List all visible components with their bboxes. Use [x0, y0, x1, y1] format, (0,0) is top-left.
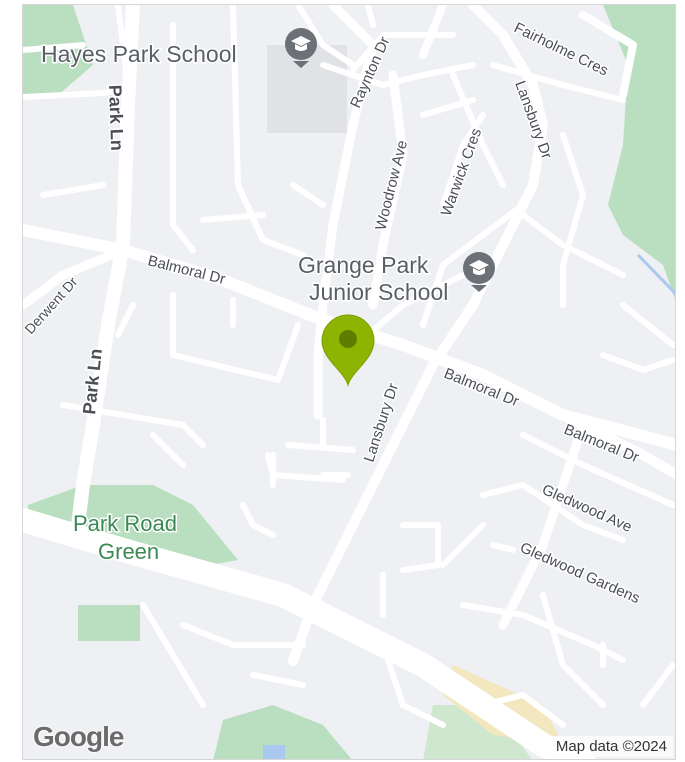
school-icon [463, 252, 495, 292]
street-label-park-ln: Park Ln [105, 84, 127, 151]
map-attribution[interactable]: Map data ©2024 [549, 736, 673, 757]
park-area-small [78, 605, 140, 641]
water-stream [636, 253, 675, 296]
water-area [263, 745, 285, 759]
school-icon [285, 28, 317, 68]
street-label-balmoral-dr: Balmoral Dr [146, 252, 227, 288]
park-area-right [603, 5, 675, 300]
poi-label: Hayes Park School [41, 41, 237, 67]
park-park-road-green[interactable]: Park Road Green [72, 510, 179, 566]
main-roads [23, 5, 675, 759]
street-label-lansbury-dr: Lansbury Dr [361, 381, 402, 464]
map-view[interactable]: Hayes Park School Grange Park Junior Sch… [22, 4, 676, 760]
park-label-line1: Park Road [73, 511, 177, 536]
map-pin-icon [321, 314, 375, 387]
street-label-woodrow-ave: Woodrow Ave [372, 139, 411, 232]
building-area [267, 45, 347, 133]
street-label-gledwood-gardens: Gledwood Gardens [517, 539, 642, 607]
google-logo: Google [33, 721, 124, 752]
park-label-line2: Green [98, 539, 159, 564]
location-marker[interactable] [321, 314, 375, 387]
map-canvas[interactable]: Hayes Park School Grange Park Junior Sch… [23, 5, 676, 760]
poi-hayes-park-school[interactable]: Hayes Park School [40, 28, 317, 69]
poi-label-line2: Junior School [309, 279, 448, 305]
park-area-bottom-right [423, 705, 532, 759]
minor-roads [23, 5, 675, 728]
poi-grange-park-junior-school[interactable]: Grange Park Junior School [297, 251, 495, 307]
poi-label-line1: Grange Park [298, 252, 429, 278]
park-area-bottom [213, 705, 352, 759]
street-label-warwick-cres: Warwick Cres [438, 126, 485, 218]
